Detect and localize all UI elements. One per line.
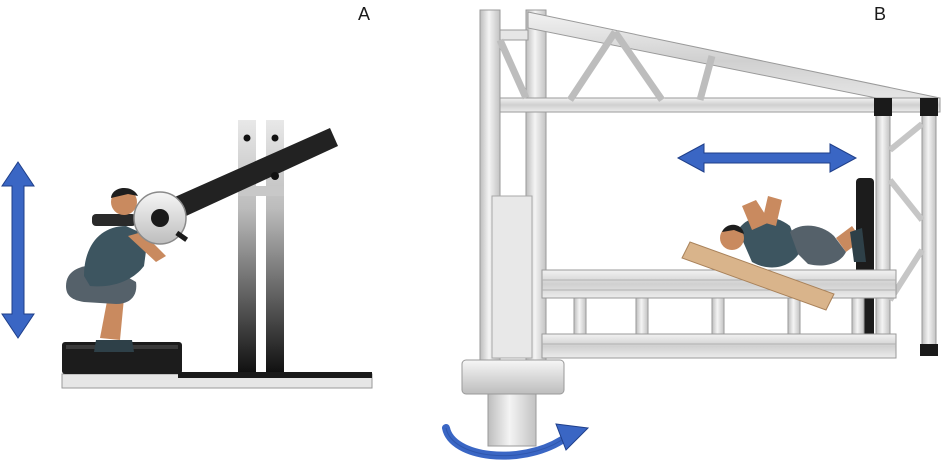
shorts [790,225,846,266]
rail-supports [573,297,865,335]
upper-rail [541,269,897,299]
shirt [738,216,800,268]
double-headed-arrow-horizontal-icon [676,143,858,173]
truss-top-chord [527,11,941,111]
panel-b-horizontal-machine [442,9,941,460]
athlete-lying [720,196,866,268]
shoe [850,228,866,262]
panel-label-b: B [874,4,887,24]
head [720,226,744,250]
double-headed-arrow-vertical-icon [1,161,35,339]
foot-platform [62,342,182,374]
frame-post-right-a [875,103,891,355]
inclined-board [681,241,835,311]
athlete-squat [66,187,166,352]
curved-rotation-arrow-icon [442,423,590,460]
truss-bottom-chord [499,97,941,113]
base-rail [178,372,372,378]
pivot-housing [461,359,565,395]
pivot-hole-right [271,134,279,142]
pivot-shaft [487,393,537,447]
truss-web [496,30,716,102]
upright-left [238,120,256,372]
panel-a-squat-machine [1,120,373,389]
panel-label-a: A [358,4,371,24]
frame-post-right-b [921,103,937,355]
shoulder-pad [92,214,136,226]
lower-rail [541,333,897,359]
lever-arm [150,128,338,228]
shoe [94,340,134,352]
pivot-hole-left [243,134,251,142]
shirt [84,226,148,287]
upright-right [266,120,284,372]
